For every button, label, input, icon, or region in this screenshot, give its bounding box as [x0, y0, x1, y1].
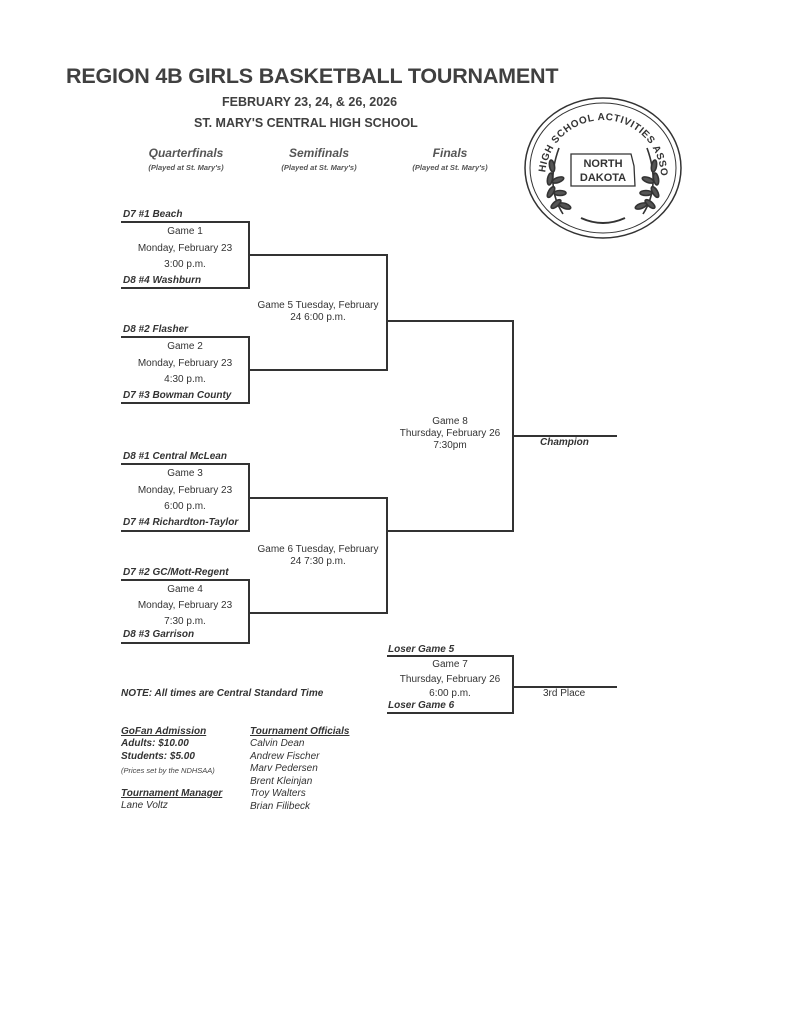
ndhsaa-seal: HIGH SCHOOL ACTIVITIES ASSOCIATION: [519, 88, 683, 240]
qf3-game-info: Game 3 Monday, February 23 6:00 p.m.: [121, 466, 249, 516]
time-note: NOTE: All times are Central Standard Tim…: [121, 688, 324, 699]
officials-list: Calvin Dean Andrew Fischer Marv Pedersen…: [250, 738, 319, 813]
qf4-top-team: D7 #2 GC/Mott-Regent: [123, 567, 229, 578]
official-name: Troy Walters: [250, 788, 306, 799]
tournament-venue: ST. MARY'S CENTRAL HIGH SCHOOL: [194, 116, 418, 130]
qf3-game: Game 3: [167, 468, 203, 479]
third-game-info: Game 7 Thursday, February 26 6:00 p.m.: [387, 658, 513, 702]
third-date: Thursday, February 26: [399, 673, 501, 685]
admission-adults: Adults: $10.00: [121, 738, 189, 749]
sf2-line1: Game 6 Tuesday, February: [257, 544, 379, 555]
qf4-date: Monday, February 23: [137, 600, 233, 611]
qf3-time: 6:00 p.m.: [164, 501, 206, 512]
admission-students: Students: $5.00: [121, 751, 195, 762]
final-date: Thursday, February 26: [399, 428, 501, 439]
official-name: Andrew Fischer: [250, 750, 320, 762]
qf1-game: Game 1: [167, 226, 203, 237]
qf1-bottom-team: D8 #4 Washburn: [123, 275, 202, 286]
third-place-label: 3rd Place: [543, 688, 586, 699]
qf4-bottom-team: D8 #3 Garrison: [123, 629, 195, 640]
official-name: Calvin Dean: [250, 738, 305, 749]
manager-heading: Tournament Manager: [121, 788, 223, 799]
qf2-time: 4:30 p.m.: [164, 374, 206, 385]
seal-state-north: NORTH: [583, 158, 622, 170]
col-semifinals-note: (Played at St. Mary's): [281, 163, 357, 172]
qf2-bottom-team: D7 #3 Bowman County: [123, 390, 232, 401]
final-time: 7:30pm: [433, 440, 467, 451]
third-game: Game 7: [432, 659, 468, 670]
sf1-line2: 24 6:00 p.m.: [290, 312, 346, 323]
sf1-line1: Game 5 Tuesday, February: [257, 300, 379, 311]
qf2-game: Game 2: [167, 341, 203, 352]
admission-fine-print: (Prices set by the NDHSAA): [121, 766, 215, 775]
qf3-date: Monday, February 23: [137, 484, 233, 496]
third-time: 6:00 p.m.: [429, 688, 471, 699]
col-quarterfinals-note: (Played at St. Mary's): [148, 163, 224, 172]
final-game-info: Game 8 Thursday, February 26 7:30pm: [389, 416, 511, 452]
seal-state-dakota: DAKOTA: [580, 172, 626, 184]
qf3-bottom-team: D7 #4 Richardton-Taylor: [123, 517, 239, 528]
champion-label: Champion: [540, 437, 589, 448]
final-game: Game 8: [432, 416, 468, 427]
sf2-line2: 24 7:30 p.m.: [290, 556, 346, 567]
col-semifinals: Semifinals: [288, 146, 350, 160]
qf1-date: Monday, February 23: [137, 242, 233, 254]
qf4-game: Game 4: [167, 584, 203, 595]
qf2-game-info: Game 2 Monday, February 23 4:30 p.m.: [121, 339, 249, 389]
official-name: Brian Filibeck: [250, 800, 311, 812]
manager-name: Lane Voltz: [121, 800, 168, 811]
qf3-top-team: D8 #1 Central McLean: [123, 451, 227, 462]
qf1-top-team: D7 #1 Beach: [123, 209, 183, 220]
col-finals-note: (Played at St. Mary's): [412, 163, 488, 172]
sf1-game-info: Game 5 Tuesday, February 24 6:00 p.m.: [250, 300, 386, 324]
admission-heading: GoFan Admission: [121, 726, 207, 737]
tournament-dates: FEBRUARY 23, 24, & 26, 2026: [222, 95, 398, 109]
qf2-date: Monday, February 23: [137, 357, 233, 369]
officials-heading: Tournament Officials: [250, 726, 350, 737]
official-name: Marv Pedersen: [250, 763, 318, 774]
col-quarterfinals: Quarterfinals: [148, 146, 224, 160]
qf1-game-info: Game 1 Monday, February 23 3:00 p.m.: [121, 224, 249, 274]
sf2-game-info: Game 6 Tuesday, February 24 7:30 p.m.: [250, 544, 386, 568]
qf2-top-team: D8 #2 Flasher: [123, 324, 189, 335]
qf4-game-info: Game 4 Monday, February 23 7:30 p.m.: [121, 582, 249, 630]
col-finals: Finals: [432, 146, 468, 160]
page-title: REGION 4B GIRLS BASKETBALL TOURNAMENT: [66, 64, 559, 88]
qf4-time: 7:30 p.m.: [164, 616, 206, 627]
qf1-time: 3:00 p.m.: [164, 259, 206, 270]
official-name: Brent Kleinjan: [250, 775, 313, 787]
third-bottom-team: Loser Game 6: [388, 700, 455, 711]
third-top-team: Loser Game 5: [388, 644, 455, 655]
